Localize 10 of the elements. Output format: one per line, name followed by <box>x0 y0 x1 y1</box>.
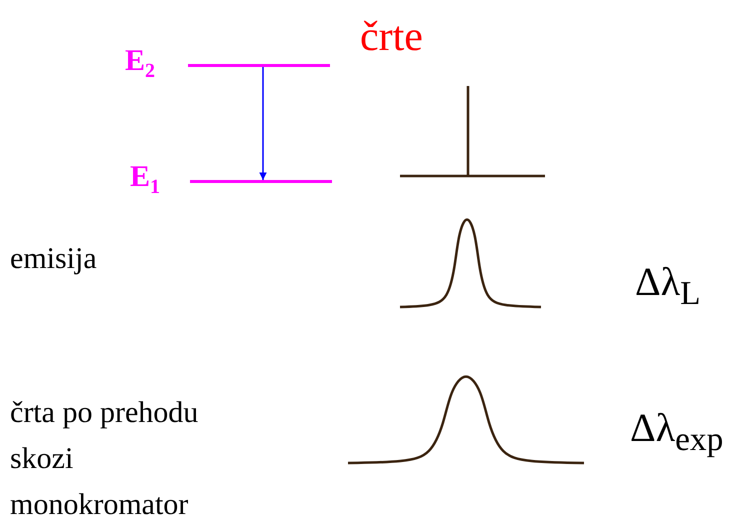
line-width-label: Δλ$_{L}$ <box>635 258 700 314</box>
heading-label: črte <box>360 13 423 62</box>
level-label: E$_{1}$ <box>130 162 160 197</box>
process-label: emisija <box>10 241 97 277</box>
process-label: črta po prehodu skozi monokromator <box>10 395 200 523</box>
line-width-label: Δλ$_{exp}$ <box>630 404 724 460</box>
level-label: E$_{2}$ <box>125 46 156 81</box>
energy-level-line <box>190 180 332 183</box>
energy-level-line <box>188 64 330 67</box>
transition-arrow <box>259 67 267 180</box>
